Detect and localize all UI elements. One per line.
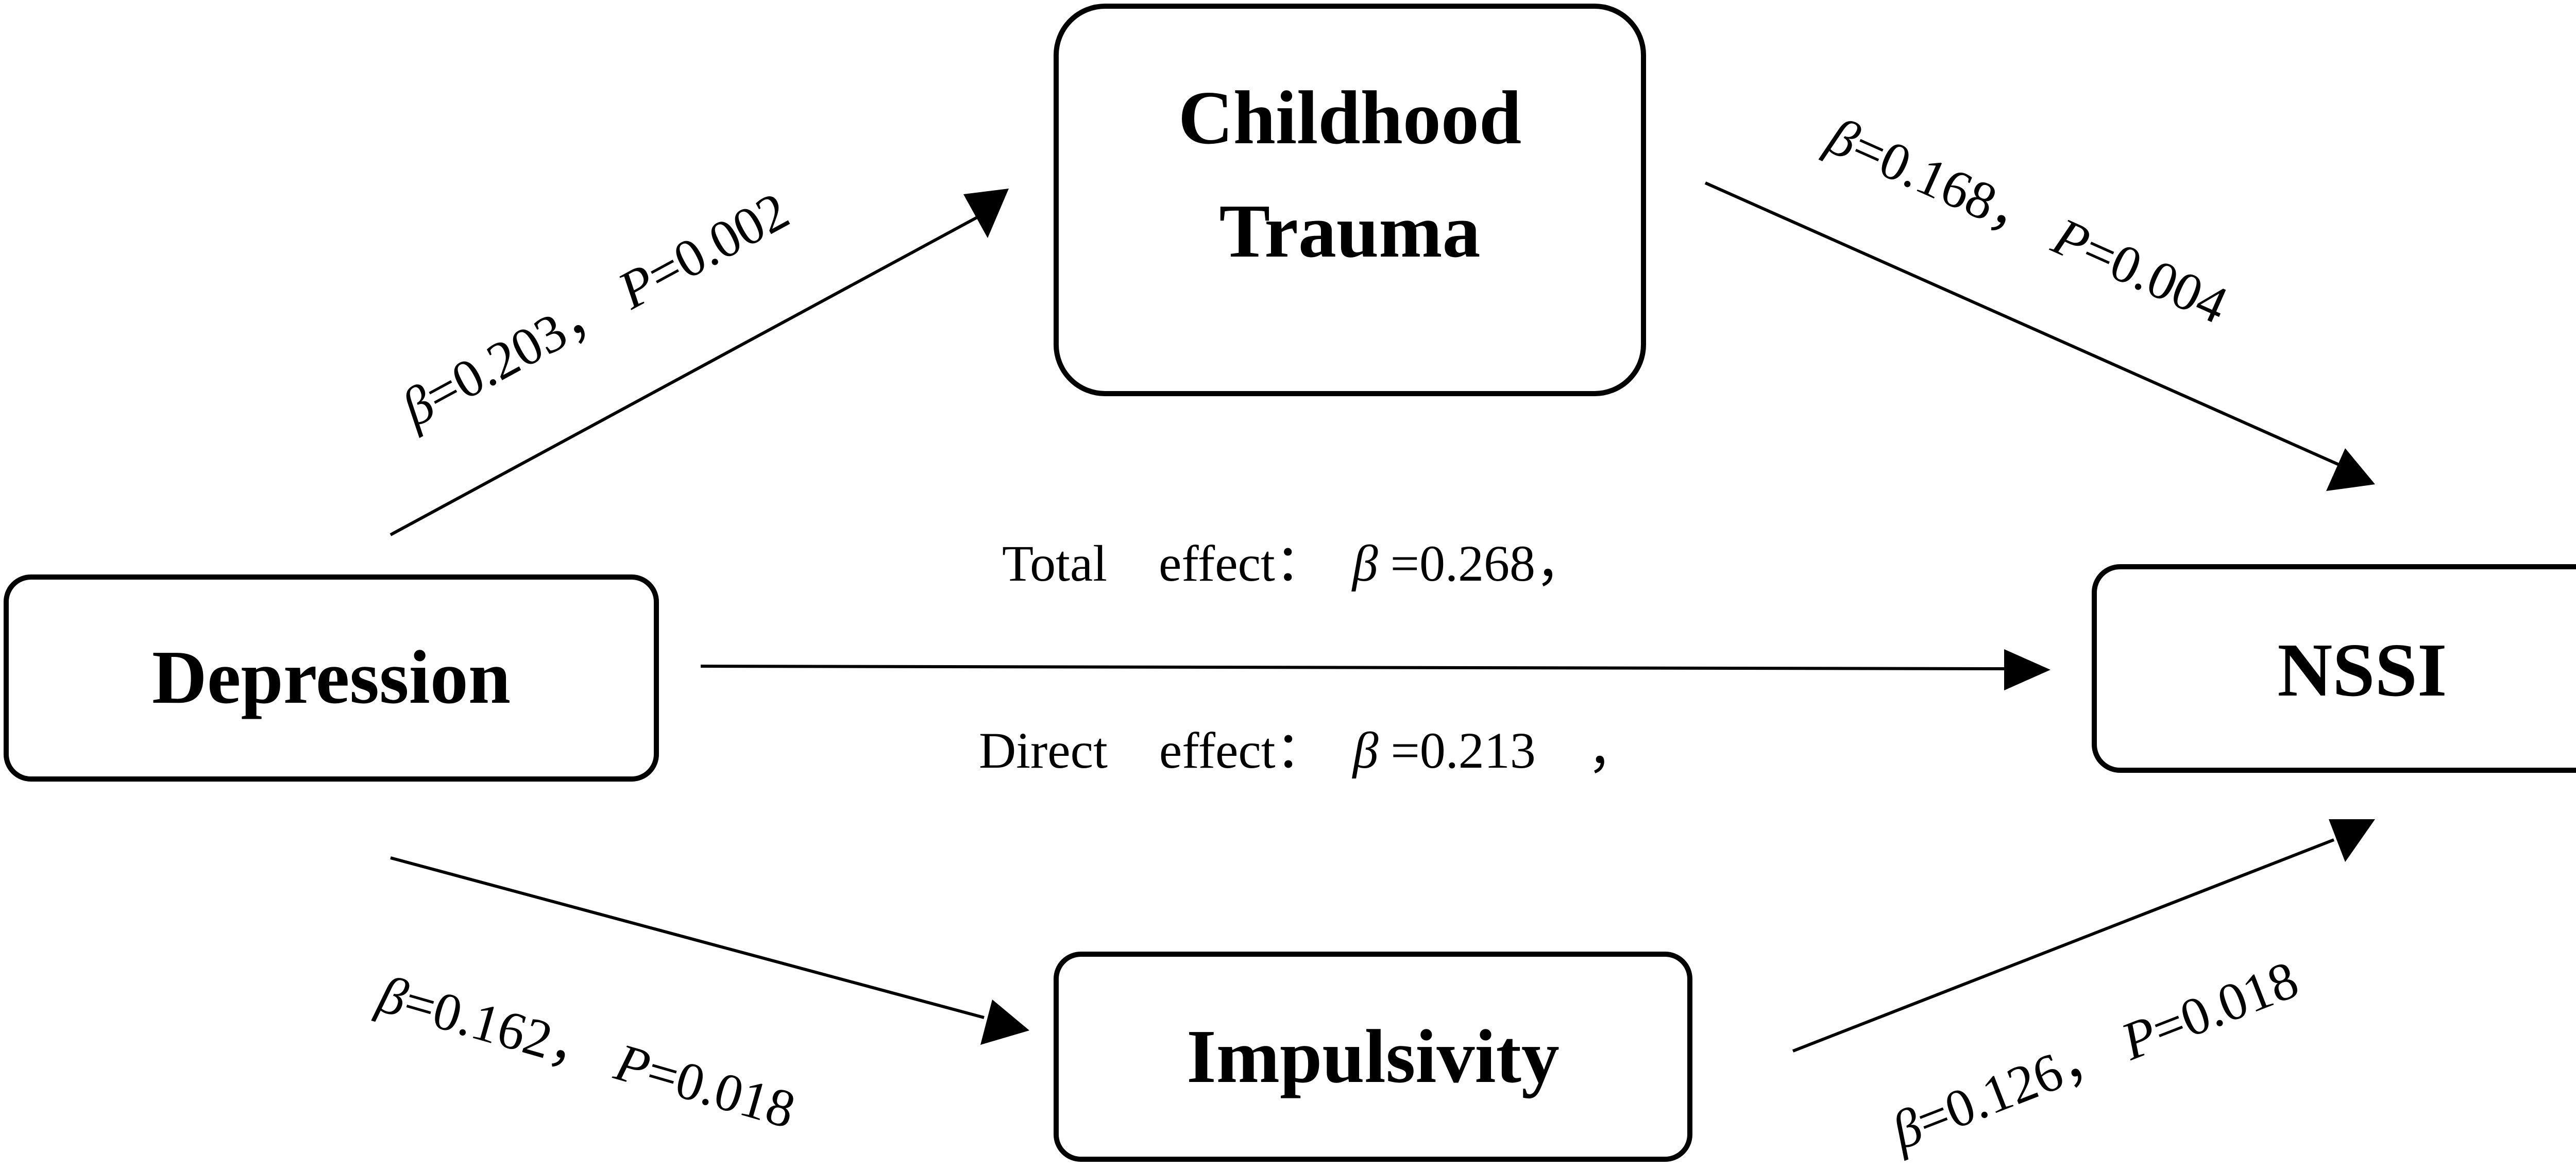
edge-trauma-to-nssi [1704, 181, 2375, 491]
edge-depression-to-trauma [389, 189, 1009, 536]
total-effect-label: Total effect：β=0.268， [1002, 535, 1587, 592]
arrowhead-icon [980, 1000, 1029, 1045]
impulsivity-box [1054, 952, 1692, 1162]
depression-label: Depression [152, 635, 511, 720]
edge-depression-to-nssi [700, 649, 2050, 690]
arrowhead-icon [2329, 819, 2375, 862]
edge-label-trauma-to-nssi: β=0.168，P=0.004 [1818, 106, 2236, 335]
arrowhead-icon [2326, 448, 2375, 491]
nssi-label: NSSI [2277, 628, 2447, 713]
childhood-trauma-box [1054, 4, 1646, 396]
edge-line [1792, 838, 2335, 1053]
arrowhead-icon [963, 189, 1009, 238]
direct-effect-label: Direct effect：β=0.213 ， [979, 722, 1639, 779]
node-depression: Depression [4, 574, 659, 782]
edge-label-depression-to-impulsivity: β=0.162，P=0.018 [371, 964, 802, 1140]
edge-line [1704, 181, 2340, 466]
childhood-trauma-label-line2: Trauma [1219, 189, 1480, 274]
edge-line [700, 665, 2005, 670]
node-childhood-trauma: Childhood Trauma [1054, 4, 1646, 396]
node-nssi: NSSI [2092, 564, 2576, 773]
edge-depression-to-impulsivity [390, 856, 1029, 1045]
edge-label-impulsivity-to-nssi: β=0.126，P=0.018 [1883, 950, 2306, 1161]
arrowhead-icon [2004, 649, 2050, 690]
nssi-box [2092, 564, 2576, 773]
childhood-trauma-label-line1: Childhood [1178, 76, 1521, 160]
depression-box [4, 574, 659, 782]
edge-impulsivity-to-nssi [1792, 819, 2375, 1053]
impulsivity-label: Impulsivity [1187, 1014, 1560, 1099]
edge-line [389, 215, 980, 536]
edge-line [390, 856, 985, 1019]
edge-label-depression-to-trauma: β=0.203，P=0.002 [391, 181, 798, 438]
node-impulsivity: Impulsivity [1054, 952, 1692, 1162]
